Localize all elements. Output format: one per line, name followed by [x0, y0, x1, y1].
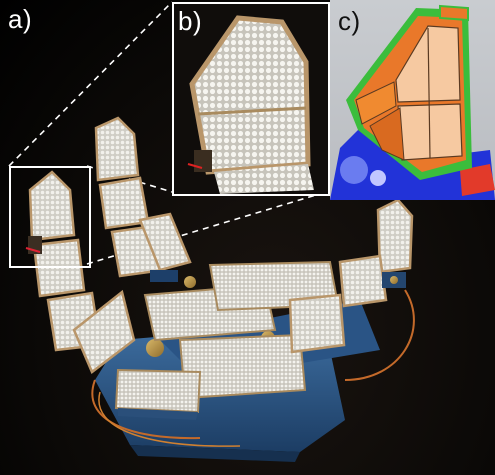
panel-label-a: a): [8, 4, 33, 34]
inset-b: [172, 2, 330, 196]
zoom-region-box: [9, 166, 91, 268]
tactile-fingertip-closeup: [174, 4, 328, 194]
panel-label-c: c): [338, 6, 361, 36]
left-finger: [25, 170, 136, 374]
middle-finger: [94, 116, 192, 282]
panel-label-b: b): [178, 6, 203, 36]
palm-pads: [114, 260, 340, 420]
inset-c: [330, 0, 495, 200]
fingertip-cad-render: [330, 4, 495, 200]
thumb: [288, 198, 414, 354]
